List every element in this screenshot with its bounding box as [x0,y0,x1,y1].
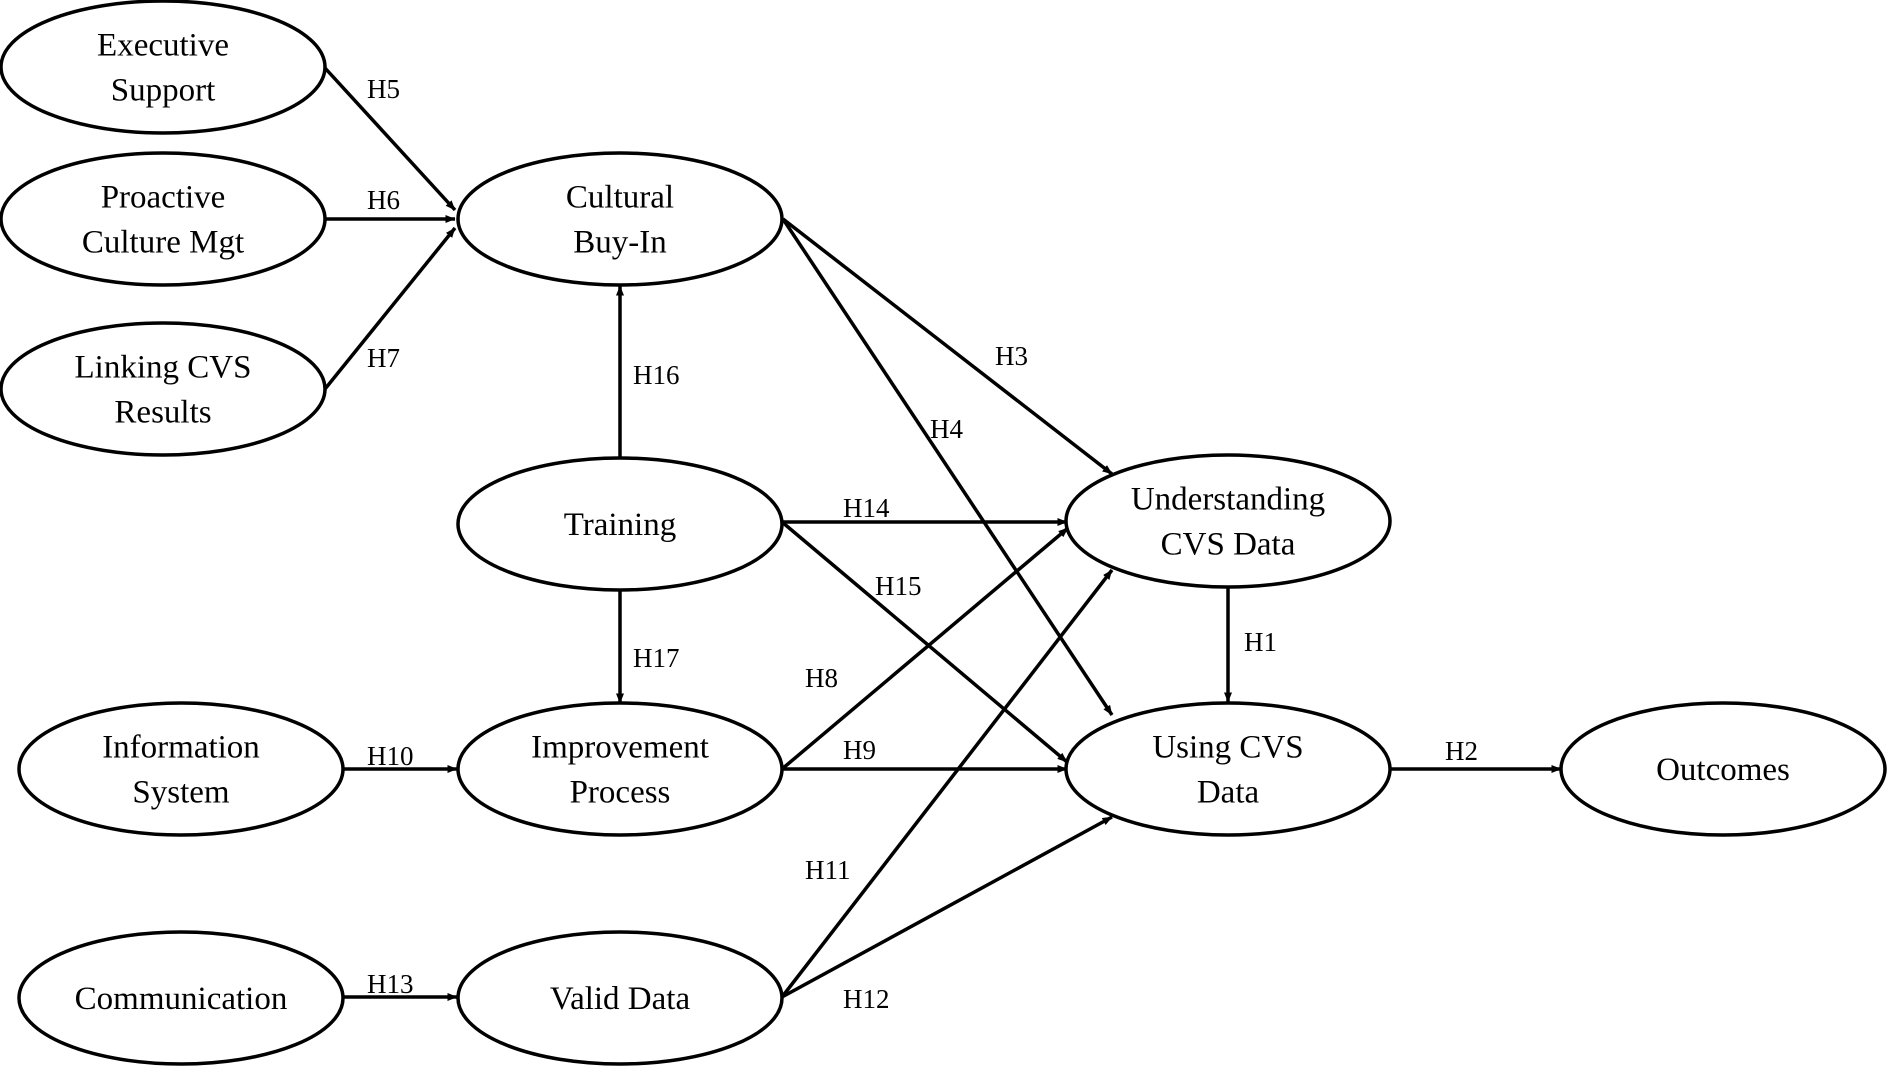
edge-label-h5: H5 [367,74,400,104]
edge-line [780,520,1069,764]
edge-line [781,218,1114,716]
node-training: Training [456,456,784,592]
edge-label-h3: H3 [995,341,1028,371]
node-ellipse [1559,701,1887,837]
node-valid-data: Valid Data [456,930,784,1066]
edge-label-h16: H16 [633,360,680,390]
edge-line [780,526,1070,771]
node-outcomes: Outcomes [1559,701,1887,837]
edge-label-h17: H17 [633,643,680,673]
node-label-line: Data [1197,775,1260,811]
edge-label-h14: H14 [843,493,890,523]
node-ellipse [1064,701,1392,837]
edge-label-h4: H4 [930,414,963,444]
node-label-line: Using CVS [1152,730,1303,766]
node-label-line: Outcomes [1656,752,1790,788]
edge-h5-arrow [323,66,457,212]
node-ellipse [0,321,327,457]
edge-h4-arrow [781,218,1114,716]
edge-h12-arrow [781,815,1113,999]
node-ellipse [1064,453,1392,589]
edges-layer [323,66,1562,1001]
node-label-line: Proactive [101,180,226,216]
node-label-line: Buy-In [573,225,667,261]
node-ellipse [456,456,784,592]
node-ellipse [17,930,345,1066]
node-label-line: Cultural [566,180,674,216]
node-label-line: Support [111,73,216,109]
edge-line [323,226,457,391]
node-label-line: Culture Mgt [82,225,244,261]
edge-h3-arrow [781,217,1114,476]
edge-label-h2: H2 [1445,736,1478,766]
node-ellipse [17,701,345,837]
edge-label-h9: H9 [843,735,876,765]
edge-h7-arrow [323,226,457,391]
node-label-line: Executive [97,28,229,64]
node-ellipse [456,701,784,837]
node-label-line: Valid Data [550,981,691,1017]
node-communication: Communication [17,930,345,1066]
node-ellipse [456,151,784,287]
edge-label-h7: H7 [367,343,400,373]
node-label-line: Linking CVS [75,350,252,386]
node-using-cvs-data: Using CVS Data [1064,701,1392,837]
node-ellipse [456,930,784,1066]
node-label-line: Process [570,775,671,811]
edge-label-h6: H6 [367,185,400,215]
edge-label-h13: H13 [367,969,414,999]
edge-label-h15: H15 [875,571,922,601]
node-label-line: Communication [75,981,288,1017]
node-label-line: CVS Data [1161,527,1296,563]
node-label-line: Results [114,395,211,431]
edge-label-h8: H8 [805,663,838,693]
edge-line [781,217,1114,476]
edge-label-h12: H12 [843,984,890,1014]
node-label-line: Information [102,730,260,766]
edge-line [780,568,1114,999]
edge-label-h11: H11 [805,855,851,885]
node-label-line: System [132,775,230,811]
edge-label-h10: H10 [367,741,414,771]
edge-label-h1: H1 [1244,627,1277,657]
node-ellipse [0,151,327,287]
edge-h15-arrow [780,520,1069,764]
node-linking-cvs-results: Linking CVS Results [0,321,327,457]
edge-h11-arrow [780,568,1114,999]
node-label-line: Understanding [1131,482,1325,518]
edge-line [323,66,457,212]
node-ellipse [0,0,327,135]
node-label-line: Improvement [531,730,709,766]
edge-h8-arrow [780,526,1070,771]
edge-line [781,815,1113,999]
node-label-line: Training [564,507,676,543]
